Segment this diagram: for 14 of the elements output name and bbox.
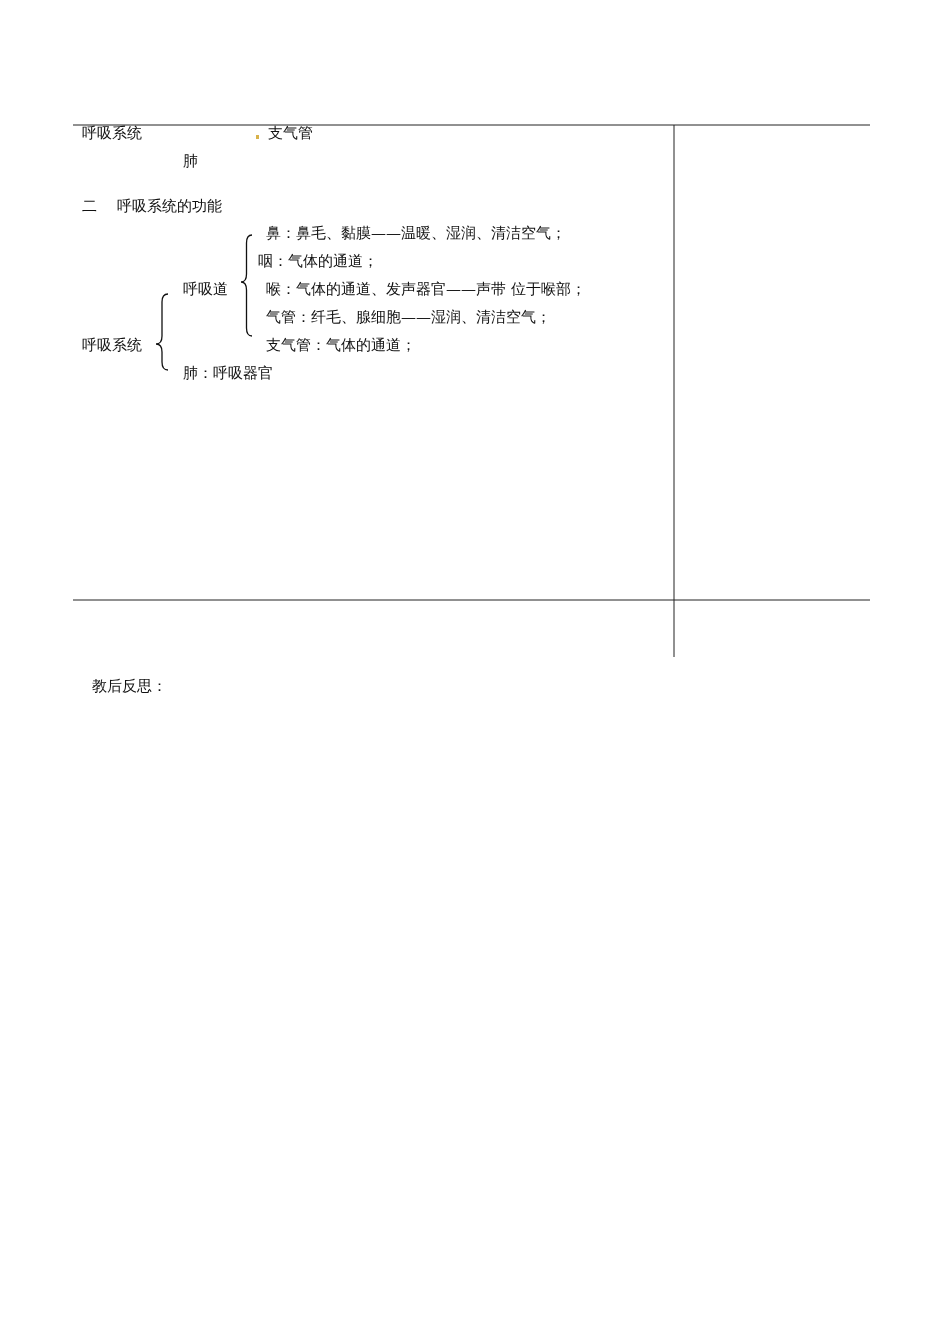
- text-label: 支气管: [268, 124, 313, 142]
- text-label: 呼吸系统: [82, 336, 142, 354]
- text-label: 肺: [183, 152, 198, 170]
- text-label: 教后反思：: [92, 677, 167, 695]
- text-label: 呼吸系统: [82, 124, 142, 142]
- text-label: 气管：纤毛、腺细胞——湿润、清洁空气；: [266, 308, 551, 326]
- text-label: 呼吸系统的功能: [117, 197, 222, 215]
- text-label: 鼻：鼻毛、黏膜——温暖、湿润、清洁空气；: [266, 224, 566, 242]
- text-label: 呼吸道: [183, 280, 228, 298]
- text-label: 喉：气体的通道、发声器官——声带 位于喉部；: [266, 280, 586, 298]
- text-label: 二: [82, 197, 97, 215]
- text-label: 咽：气体的通道；: [258, 252, 378, 270]
- text-label: 支气管：气体的通道；: [266, 336, 416, 354]
- text-label: 肺：呼吸器官: [183, 364, 273, 382]
